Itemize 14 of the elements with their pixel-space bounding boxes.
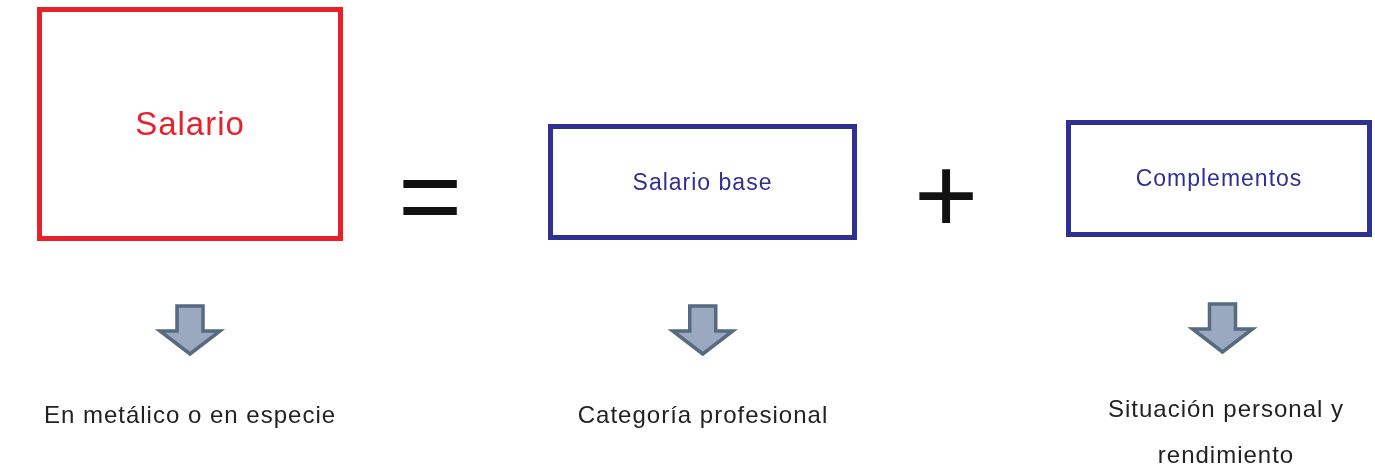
operator-sign: = — [398, 140, 463, 250]
caption-text: Categoría profesional — [520, 392, 886, 438]
box-label: Complementos — [1135, 165, 1303, 192]
block-arrow — [154, 304, 226, 357]
operator-sign: + — [914, 140, 979, 250]
block-arrow — [1187, 302, 1258, 355]
caption-text: Situación personal y rendimiento — [1080, 390, 1372, 474]
process-box — [37, 7, 343, 241]
block-arrow — [667, 304, 738, 357]
box-label: Salario — [135, 105, 245, 143]
process-box — [548, 124, 857, 240]
process-box — [1066, 120, 1372, 237]
box-label: Salario base — [632, 168, 773, 196]
caption-text: En metálico o en especie — [0, 392, 380, 438]
